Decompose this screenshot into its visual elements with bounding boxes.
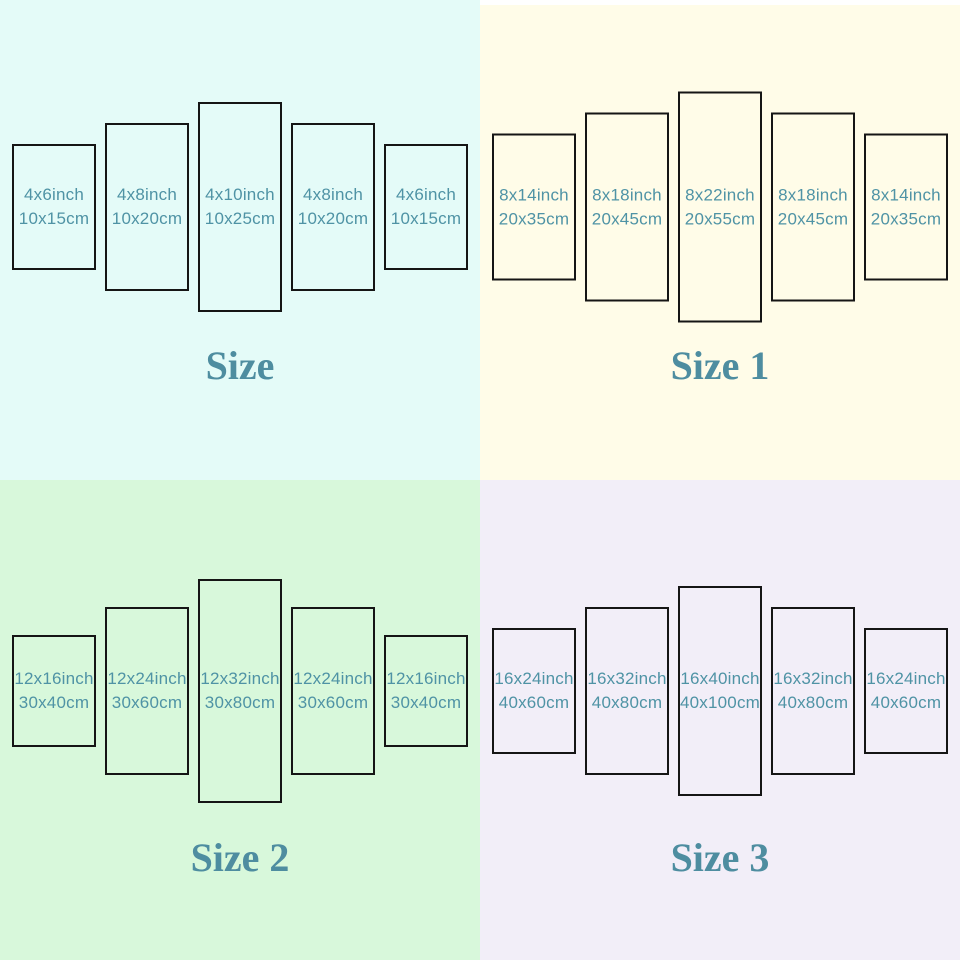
size-cm-text: 30x40cm — [390, 693, 462, 712]
panel-size-label: 4x8inch 10x20cm — [112, 183, 182, 231]
panel-size-label: 4x6inch 10x15cm — [19, 183, 89, 231]
size-inch-text: 8x22inch — [685, 185, 755, 204]
canvas-panel-4: 16x32inch 40x80cm — [771, 607, 855, 775]
canvas-panel-2: 16x32inch 40x80cm — [585, 607, 669, 775]
size-inch-text: 4x6inch — [395, 185, 456, 204]
size-cm-text: 40x100cm — [679, 693, 761, 712]
canvas-panel-2: 8x18inch 20x45cm — [585, 112, 669, 302]
canvas-panel-5: 4x6inch 10x15cm — [384, 144, 468, 270]
size-cm-text: 10x20cm — [297, 209, 369, 228]
size-cm-text: 20x55cm — [684, 209, 756, 228]
size-inch-text: 16x24inch — [866, 669, 946, 688]
size-inch-text: 12x16inch — [386, 669, 466, 688]
panel-size-label: 4x8inch 10x20cm — [298, 183, 368, 231]
canvas-panel-4: 12x24inch 30x60cm — [291, 607, 375, 775]
size-inch-text: 12x32inch — [200, 669, 280, 688]
size-chart-quadrant-size1: 8x14inch 20x35cm 8x18inch 20x45cm 8x22inch 20… — [480, 0, 960, 480]
canvas-panel-5: 8x14inch 20x35cm — [864, 133, 948, 281]
panel-size-label: 12x24inch 30x60cm — [293, 667, 372, 715]
size-cm-text: 40x80cm — [591, 693, 663, 712]
canvas-panel-4: 8x18inch 20x45cm — [771, 112, 855, 302]
size-inch-text: 12x16inch — [14, 669, 94, 688]
panel-size-label: 12x16inch 30x40cm — [14, 667, 93, 715]
size-chart-quadrant-size3: 16x24inch 40x60cm 16x32inch 40x80cm 16x40inc… — [480, 480, 960, 960]
panel-size-label: 12x16inch 30x40cm — [386, 667, 465, 715]
size-inch-text: 8x18inch — [592, 185, 662, 204]
panel-size-label: 12x32inch 30x80cm — [200, 667, 279, 715]
size-cm-text: 30x80cm — [204, 693, 276, 712]
panel-size-label: 8x14inch 20x35cm — [871, 183, 941, 231]
size-cm-text: 20x45cm — [591, 209, 663, 228]
size-inch-text: 4x8inch — [302, 185, 363, 204]
size-inch-text: 12x24inch — [293, 669, 373, 688]
size-cm-text: 10x20cm — [111, 209, 183, 228]
panel-row: 4x6inch 10x15cm 4x8inch 10x20cm 4x10inch 10x2… — [0, 102, 480, 312]
panel-size-label: 8x14inch 20x35cm — [499, 183, 569, 231]
panel-size-label: 4x6inch 10x15cm — [391, 183, 461, 231]
panel-size-label: 4x10inch 10x25cm — [205, 183, 275, 231]
panel-row: 8x14inch 20x35cm 8x18inch 20x45cm 8x22inch 20… — [480, 91, 960, 323]
panel-size-label: 16x40inch 40x100cm — [680, 667, 760, 715]
size-inch-text: 4x6inch — [23, 185, 84, 204]
canvas-panel-1: 8x14inch 20x35cm — [492, 133, 576, 281]
canvas-panel-3: 4x10inch 10x25cm — [198, 102, 282, 312]
size-inch-text: 12x24inch — [107, 669, 187, 688]
chart-title-size: Size — [205, 343, 275, 388]
size-cm-text: 10x15cm — [390, 209, 462, 228]
panel-row: 12x16inch 30x40cm 12x24inch 30x60cm 12x32inc… — [0, 579, 480, 803]
canvas-panel-4: 4x8inch 10x20cm — [291, 123, 375, 291]
size-inch-text: 16x32inch — [587, 669, 667, 688]
size-inch-text: 4x8inch — [116, 185, 177, 204]
panel-size-label: 16x24inch 40x60cm — [494, 667, 573, 715]
size-cm-text: 20x35cm — [498, 209, 570, 228]
canvas-panel-5: 12x16inch 30x40cm — [384, 635, 468, 747]
size-inch-text: 4x10inch — [205, 185, 275, 204]
canvas-panel-3: 8x22inch 20x55cm — [678, 91, 762, 323]
size-inch-text: 8x14inch — [871, 185, 941, 204]
size-cm-text: 30x60cm — [297, 693, 369, 712]
chart-title-size1: Size 1 — [670, 343, 770, 388]
panel-size-label: 8x22inch 20x55cm — [685, 183, 755, 231]
size-cm-text: 20x45cm — [777, 209, 849, 228]
chart-title-size3: Size 3 — [670, 835, 770, 880]
size-cm-text: 30x60cm — [111, 693, 183, 712]
panel-size-label: 16x32inch 40x80cm — [587, 667, 666, 715]
size-cm-text: 40x60cm — [498, 693, 570, 712]
canvas-panel-2: 4x8inch 10x20cm — [105, 123, 189, 291]
canvas-panel-1: 12x16inch 30x40cm — [12, 635, 96, 747]
chart-title-size2: Size 2 — [190, 835, 290, 880]
size-inch-text: 16x24inch — [494, 669, 574, 688]
panel-size-label: 16x32inch 40x80cm — [773, 667, 852, 715]
size-cm-text: 30x40cm — [18, 693, 90, 712]
panel-size-label: 8x18inch 20x45cm — [592, 183, 662, 231]
size-inch-text: 16x40inch — [680, 669, 760, 688]
size-cm-text: 40x60cm — [870, 693, 942, 712]
canvas-panel-3: 12x32inch 30x80cm — [198, 579, 282, 803]
canvas-panel-5: 16x24inch 40x60cm — [864, 628, 948, 754]
canvas-panel-3: 16x40inch 40x100cm — [678, 586, 762, 796]
size-cm-text: 20x35cm — [870, 209, 942, 228]
size-cm-text: 40x80cm — [777, 693, 849, 712]
panel-size-label: 16x24inch 40x60cm — [866, 667, 945, 715]
panel-row: 16x24inch 40x60cm 16x32inch 40x80cm 16x40inc… — [480, 586, 960, 796]
canvas-panel-2: 12x24inch 30x60cm — [105, 607, 189, 775]
canvas-panel-1: 16x24inch 40x60cm — [492, 628, 576, 754]
size-chart-quadrant-size2: 12x16inch 30x40cm 12x24inch 30x60cm 12x32inc… — [0, 480, 480, 960]
canvas-panel-1: 4x6inch 10x15cm — [12, 144, 96, 270]
panel-size-label: 12x24inch 30x60cm — [107, 667, 186, 715]
size-chart-quadrant-size: 4x6inch 10x15cm 4x8inch 10x20cm 4x10inch 10x2… — [0, 0, 480, 480]
size-cm-text: 10x15cm — [18, 209, 90, 228]
size-inch-text: 16x32inch — [773, 669, 853, 688]
size-cm-text: 10x25cm — [204, 209, 276, 228]
size-inch-text: 8x18inch — [778, 185, 848, 204]
panel-size-label: 8x18inch 20x45cm — [778, 183, 848, 231]
size-inch-text: 8x14inch — [499, 185, 569, 204]
